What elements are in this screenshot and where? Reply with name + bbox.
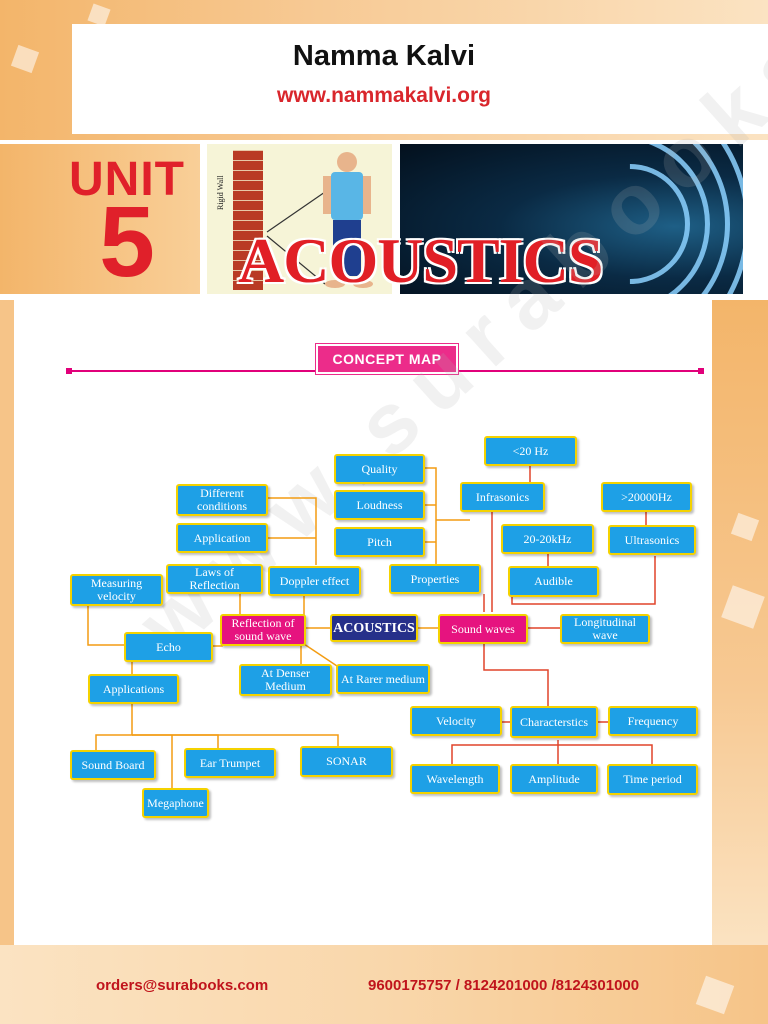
node-different-conditions: Different conditions	[176, 484, 268, 516]
node-longitudinal-wave: Longitudinal wave	[560, 614, 650, 644]
node-gt20000hz: >20000Hz	[601, 482, 692, 512]
node-measuring-velocity: Measuring velocity	[70, 574, 163, 606]
node-at-rarer-medium: At Rarer medium	[336, 664, 430, 694]
node-velocity: Velocity	[410, 706, 502, 736]
node-wavelength: Wavelength	[410, 764, 500, 794]
left-decor-band	[0, 300, 14, 950]
unit-strip	[0, 144, 200, 294]
right-decor-band	[712, 300, 768, 950]
rigid-wall-illustration	[233, 150, 263, 290]
node-sonar: SONAR	[300, 746, 393, 777]
footer-decor-band	[0, 945, 768, 1024]
brand-url[interactable]: www.nammakalvi.org	[277, 84, 491, 107]
node-lt20hz: <20 Hz	[484, 436, 577, 466]
rule-end-dot	[66, 368, 72, 374]
chapter-title: ACOUSTICS	[238, 225, 603, 296]
node-sound-board: Sound Board	[70, 750, 156, 780]
node-ultrasonics: Ultrasonics	[608, 525, 696, 555]
node-sound-waves: Sound waves	[438, 614, 528, 644]
rule-end-dot	[698, 368, 704, 374]
footer-email[interactable]: orders@surabooks.com	[96, 977, 269, 994]
concept-map-label: CONCEPT MAP	[316, 344, 458, 374]
node-frequency: Frequency	[608, 706, 698, 736]
sound-wave-graphic	[400, 144, 743, 294]
footer-phone-numbers: 9600175757 / 8124201000 /8124301000	[368, 977, 640, 994]
header-card	[72, 24, 768, 134]
brand-title: Namma Kalvi	[292, 40, 476, 72]
node-megaphone: Megaphone	[142, 788, 209, 818]
node-infrasonics: Infrasonics	[460, 482, 545, 512]
node-reflection-of-sound-wave: Reflection of sound wave	[220, 614, 306, 646]
node-time-period: Time period	[607, 764, 698, 795]
node-amplitude: Amplitude	[510, 764, 598, 794]
node-characteristics: Characterstics	[510, 706, 598, 738]
node-pitch: Pitch	[334, 527, 425, 557]
node-doppler-effect: Doppler effect	[268, 566, 361, 596]
node-echo: Echo	[124, 632, 213, 662]
unit-number: 5	[99, 186, 155, 298]
node-loudness: Loudness	[334, 490, 425, 520]
node-audible: Audible	[508, 566, 599, 597]
node-laws-of-reflection: Laws of Reflection	[166, 564, 263, 594]
node-ear-trumpet: Ear Trumpet	[184, 748, 276, 778]
node-applications: Applications	[88, 674, 179, 704]
node-at-denser-medium: At Denser Medium	[239, 664, 332, 696]
unit-word: UNIT	[69, 153, 185, 206]
node-properties: Properties	[389, 564, 481, 594]
node-acoustics: ACOUSTICS	[330, 614, 418, 642]
node-application: Application	[176, 523, 268, 553]
node-20-20khz: 20-20kHz	[501, 524, 594, 554]
node-quality: Quality	[334, 454, 425, 484]
person-illustration	[266, 152, 373, 288]
